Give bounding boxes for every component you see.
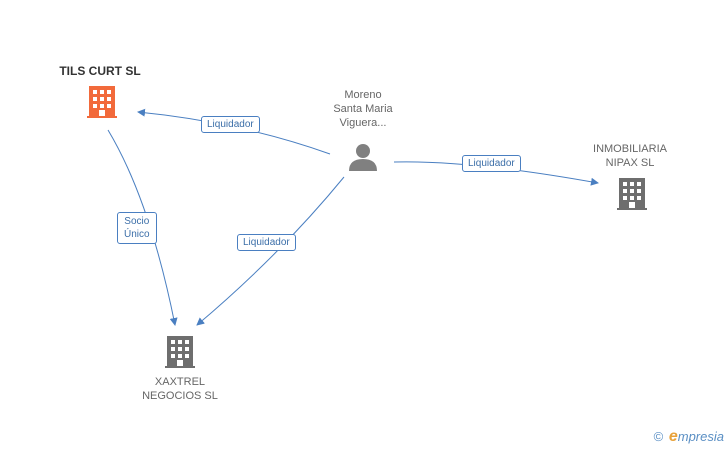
edge-label-tils-curt-xaxtrel-line-2: Único (124, 229, 150, 240)
brand-name: mpresia (677, 429, 724, 444)
edge-label-person-tils-curt: Liquidador (201, 116, 260, 133)
person-name-line-1: Moreno (344, 89, 382, 101)
person-icon[interactable] (349, 144, 377, 171)
inmobiliaria-name[interactable]: INMOBILIARIA NIPAX SL (572, 142, 688, 170)
edge-person-to-xaxtrel (196, 176, 345, 326)
tils-curt-building-icon[interactable] (87, 86, 117, 118)
tils-curt-name[interactable]: TILS CURT SL (59, 64, 141, 78)
edge-label-person-xaxtrel: Liquidador (237, 234, 296, 251)
person-name-line-2: Santa Maria (333, 103, 393, 115)
xaxtrel-name-line-2: NEGOCIOS SL (142, 390, 218, 402)
inmobiliaria-building-icon[interactable] (617, 178, 647, 210)
inmobiliaria-name-line-1: INMOBILIARIA (593, 143, 667, 155)
inmobiliaria-name-line-2: NIPAX SL (605, 157, 655, 169)
edge-label-tils-curt-xaxtrel-line-1: Socio (124, 216, 150, 227)
copyright-symbol: © (653, 429, 664, 444)
edge-label-tils-curt-xaxtrel: Socio Único (117, 212, 157, 244)
footer-brand[interactable]: © empresia (654, 428, 724, 446)
person-name[interactable]: Moreno Santa Maria Viguera... (313, 88, 413, 130)
xaxtrel-name[interactable]: XAXTREL NEGOCIOS SL (120, 375, 240, 403)
brand-logo-letter: e (668, 428, 678, 445)
person-name-line-3: Viguera... (339, 117, 387, 129)
xaxtrel-building-icon[interactable] (165, 336, 195, 368)
edge-label-person-inmobiliaria: Liquidador (462, 155, 521, 172)
xaxtrel-name-line-1: XAXTREL (154, 376, 206, 388)
